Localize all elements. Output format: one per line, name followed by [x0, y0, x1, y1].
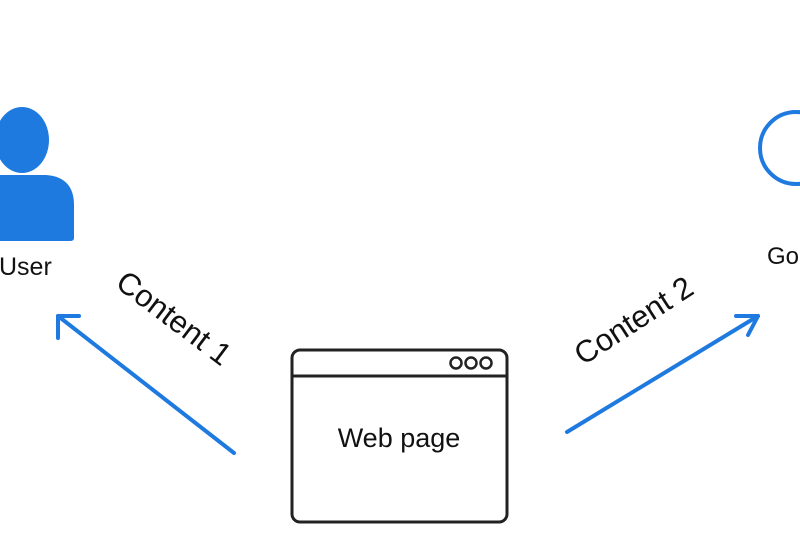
arrow-line-content-1 — [56, 314, 236, 455]
web-page-label: Web page — [338, 423, 461, 453]
browser-window-icon — [290, 348, 509, 524]
edge-label-content-2: Content 2 — [568, 269, 700, 372]
user-label: User — [0, 253, 52, 281]
web-page-node: Web page — [290, 348, 509, 524]
edge-label-content-1: Content 1 — [110, 264, 238, 373]
arrow-line-content-2 — [565, 314, 760, 434]
google-label: Go — [767, 243, 799, 270]
arrow-head-content-1 — [56, 314, 81, 340]
user-icon — [0, 107, 74, 241]
edge-content-2: Content 2 — [565, 269, 760, 434]
edge-content-1: Content 1 — [56, 264, 238, 455]
window-controls-icon — [449, 356, 493, 370]
user-node: User — [0, 107, 74, 281]
circle-icon — [758, 110, 800, 186]
arrow-head-content-2 — [734, 314, 760, 337]
google-node: Go — [758, 110, 800, 270]
